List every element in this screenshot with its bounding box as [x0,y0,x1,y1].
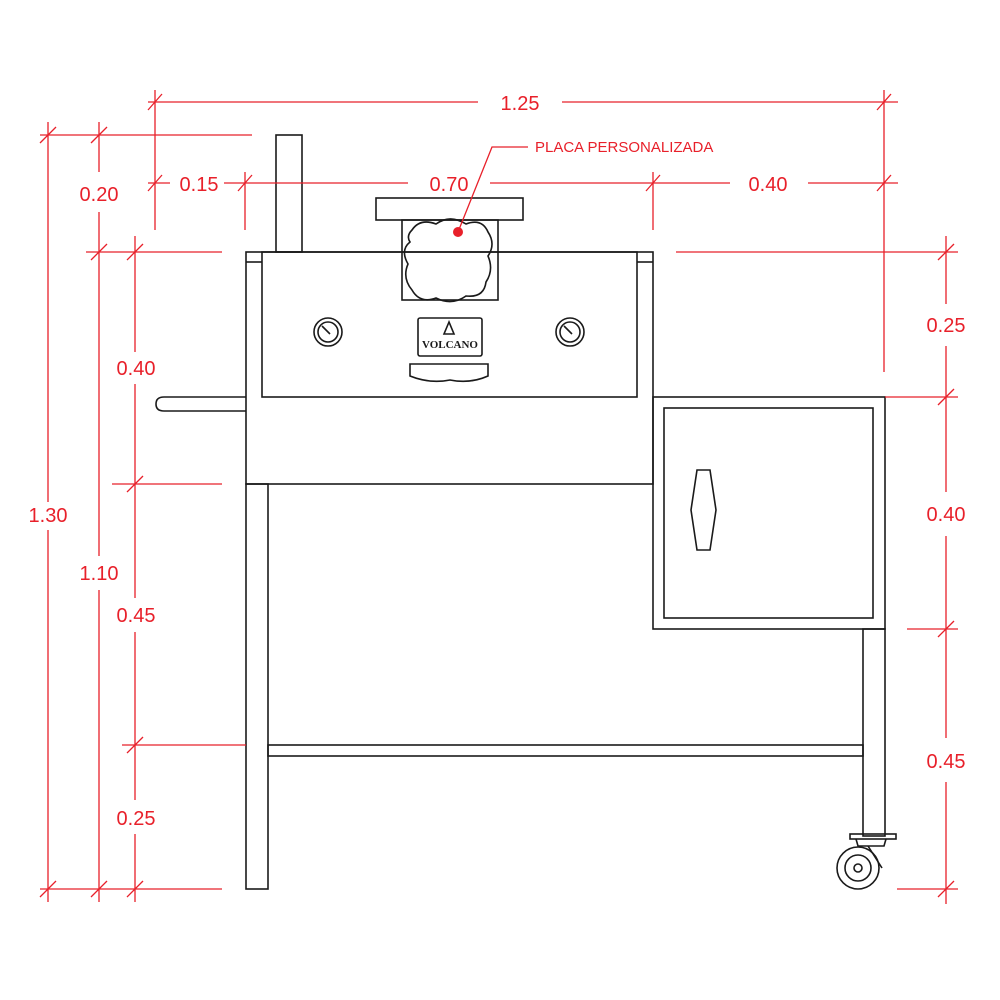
brand-logo: VOLCANO [417,317,483,357]
dim-bottom-shelf-height: 0.25 [117,808,156,830]
plate-top-bar [375,197,524,221]
dim-body-height: 1.10 [80,563,119,585]
hood-handle [409,363,489,383]
dim-side-shelf-width: 0.40 [749,174,788,196]
custom-plate-cloud [403,218,493,303]
dim-chimney-offset: 0.15 [180,174,219,196]
dim-cabinet-height: 0.40 [927,504,966,526]
callout-leader [457,146,528,233]
left-leg [245,483,269,890]
dim-overall-width: 1.25 [501,93,540,115]
temperature-gauge-right [555,317,585,347]
cabinet-door [663,407,874,619]
dim-lower-section-left: 0.45 [117,605,156,627]
dim-hood-width: 0.70 [430,174,469,196]
right-leg [862,628,886,837]
dim-hood-height-left: 0.40 [117,358,156,380]
chimney [275,134,303,253]
grill-outline: VOLCANO [155,134,897,890]
callout-dot [453,227,463,237]
cabinet-handle [690,469,717,551]
temperature-gauge-left [313,317,343,347]
dim-leg-height-right: 0.45 [927,751,966,773]
side-cabinet [652,396,886,630]
dim-hood-height-right: 0.25 [927,315,966,337]
grill-body [245,251,654,485]
brand-logo-text: VOLCANO [422,339,478,351]
dimension-labels: 1.25 0.20 0.15 0.70 0.40 0.40 0.25 1.30 … [29,93,966,830]
dim-chimney-height: 0.20 [80,184,119,206]
dimension-lines [39,90,958,904]
callout-label: PLACA PERSONALIZADA [535,139,713,156]
hood-panel [261,251,638,398]
side-handle [155,396,246,412]
bottom-shelf [267,744,864,757]
dim-overall-height: 1.30 [29,505,68,527]
caster-wheel [836,833,897,890]
plate-bracket [401,219,499,301]
